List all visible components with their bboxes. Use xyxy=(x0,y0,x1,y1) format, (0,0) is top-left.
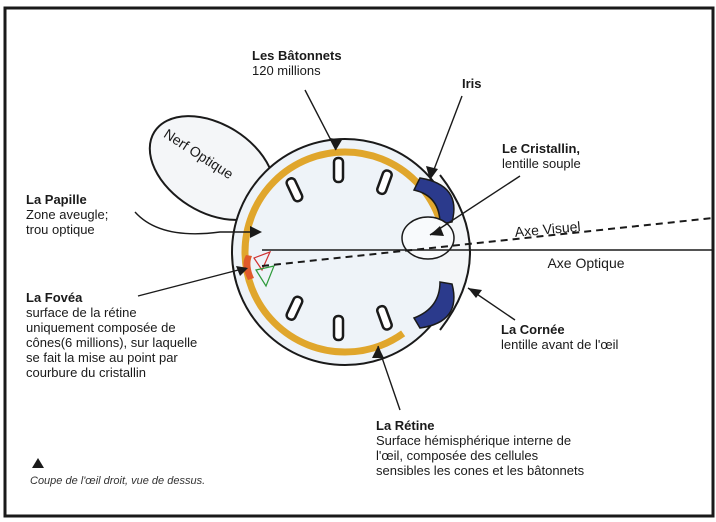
arrow-retine xyxy=(372,346,384,358)
cristallin-detail: lentille souple xyxy=(502,156,581,171)
leader-lines xyxy=(134,89,521,411)
arrow-cristallin xyxy=(430,226,444,236)
iris-title: Iris xyxy=(462,76,482,91)
rod xyxy=(285,295,304,321)
fovea-title: La Fovéa xyxy=(26,290,83,305)
caption-marker-icon xyxy=(32,458,44,468)
axe-optique-label: Axe Optique xyxy=(547,255,624,271)
retine-line: l'œil, composée des cellules xyxy=(376,448,539,463)
fovea-line: cônes(6 millions), sur laquelle xyxy=(26,335,198,350)
arrow-cornee xyxy=(468,288,482,298)
rod xyxy=(376,304,393,331)
label-retine: La Rétine Surface hémisphérique interne … xyxy=(376,418,584,478)
rod xyxy=(332,156,345,184)
papille-line2: trou optique xyxy=(26,222,95,237)
fovea-line: courbure du cristallin xyxy=(26,365,146,380)
label-papille: La Papille Zone aveugle; trou optique xyxy=(26,192,108,237)
label-fovea: La Fovéa surface de la rétine uniquement… xyxy=(26,290,197,380)
rods-group xyxy=(285,156,393,342)
fovea-ray xyxy=(255,265,275,288)
leader-fovea xyxy=(137,267,247,297)
retine-line: Surface hémisphérique interne de xyxy=(376,433,572,448)
iris-lower xyxy=(412,281,455,329)
arrow-fovea xyxy=(236,266,248,276)
visual-axis-line xyxy=(261,217,714,267)
arrow-papille xyxy=(250,226,262,238)
leader-papille xyxy=(134,211,258,235)
batonnets-detail: 120 millions xyxy=(252,63,321,78)
batonnets-title: Les Bâtonnets xyxy=(252,48,342,63)
leader-cristallin xyxy=(429,175,521,236)
arrow-batonnets xyxy=(330,138,342,150)
leader-batonnets xyxy=(304,89,337,151)
label-cornee: La Cornée lentille avant de l'œil xyxy=(501,322,618,352)
retine-line: sensibles les cones et les bâtonnets xyxy=(376,463,585,478)
papille-line1: Zone aveugle; xyxy=(26,207,109,222)
leader-iris xyxy=(429,95,463,181)
fovea-line: uniquement composée de xyxy=(26,320,176,335)
frame xyxy=(3,6,715,518)
fovea-line: se fait la mise au point par xyxy=(26,350,178,365)
rod xyxy=(376,169,393,196)
retine-title: La Rétine xyxy=(376,418,435,433)
rod xyxy=(332,314,345,342)
fovea-spot xyxy=(243,255,254,280)
fovea-ray xyxy=(253,250,272,272)
papille-title: La Papille xyxy=(26,192,87,207)
arrow-iris xyxy=(426,166,438,180)
cristallin-title: Le Cristallin, xyxy=(502,141,581,156)
cornee-title: La Cornée xyxy=(501,322,565,337)
lens xyxy=(401,216,455,260)
arrowheads xyxy=(236,138,482,358)
axe-visuel-label: Axe Visuel xyxy=(514,218,581,240)
cornee-detail: lentille avant de l'œil xyxy=(501,337,619,352)
label-iris: Iris xyxy=(462,76,482,91)
rod xyxy=(285,177,304,203)
fovea-line: surface de la rétine xyxy=(26,305,137,320)
label-cristallin: Le Cristallin, lentille souple xyxy=(502,141,581,171)
figure-caption: Coupe de l'œil droit, vue de dessus. xyxy=(30,475,206,487)
label-batonnets: Les Bâtonnets 120 millions xyxy=(252,48,342,78)
